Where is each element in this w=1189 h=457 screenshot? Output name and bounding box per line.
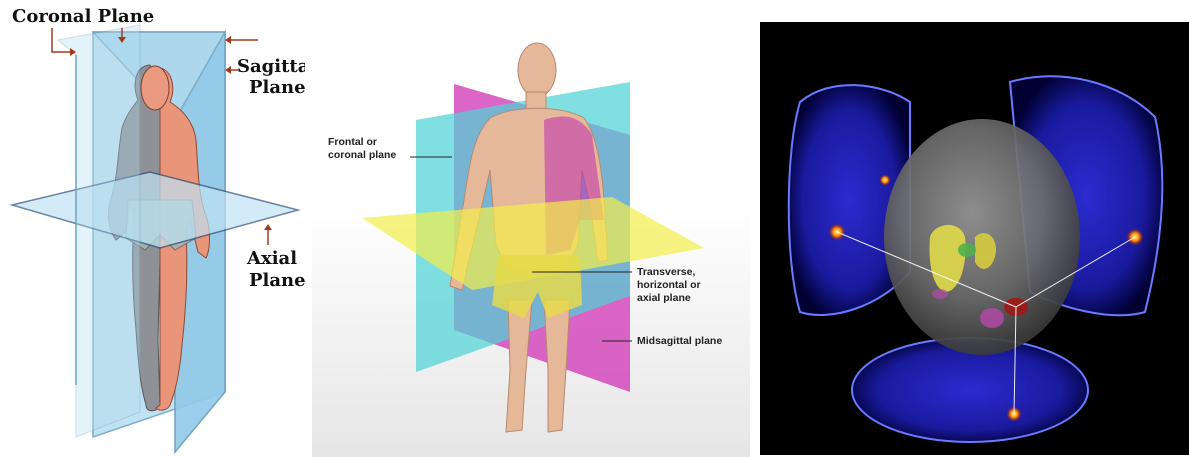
midsagittal-plane-label: Midsagittal plane [637,335,722,348]
structure-green [958,243,976,257]
axial-plane-label-line1: Axial [247,248,297,269]
frontal-plane-label-line2: coronal plane [328,149,396,162]
axial-plane-label-line2: Plane [249,270,305,291]
transverse-plane-label-line3: axial plane [637,292,691,305]
brain-mri-3d-render [760,22,1189,455]
structure-magenta [980,308,1004,328]
frontal-plane-label-line1: Frontal or [328,136,377,149]
brain-render-graphic [760,22,1189,455]
transverse-plane-label-line2: horizontal or [637,279,701,292]
axial-plane [12,172,298,248]
anatomical-planes-diagram-middle: Frontal or coronal plane Transverse, hor… [312,0,750,457]
transverse-plane-label-line1: Transverse, [637,266,695,279]
anatomical-planes-diagram-left: Coronal Plane Sagittal Plane Axial Plane [0,0,305,457]
coronal-plane-label: Coronal Plane [12,6,154,27]
head [141,66,169,110]
sagittal-plane-label-line2: Plane [249,77,305,98]
middle-diagram-graphic [312,0,750,457]
sagittal-plane-label-line1: Sagittal [237,56,305,77]
